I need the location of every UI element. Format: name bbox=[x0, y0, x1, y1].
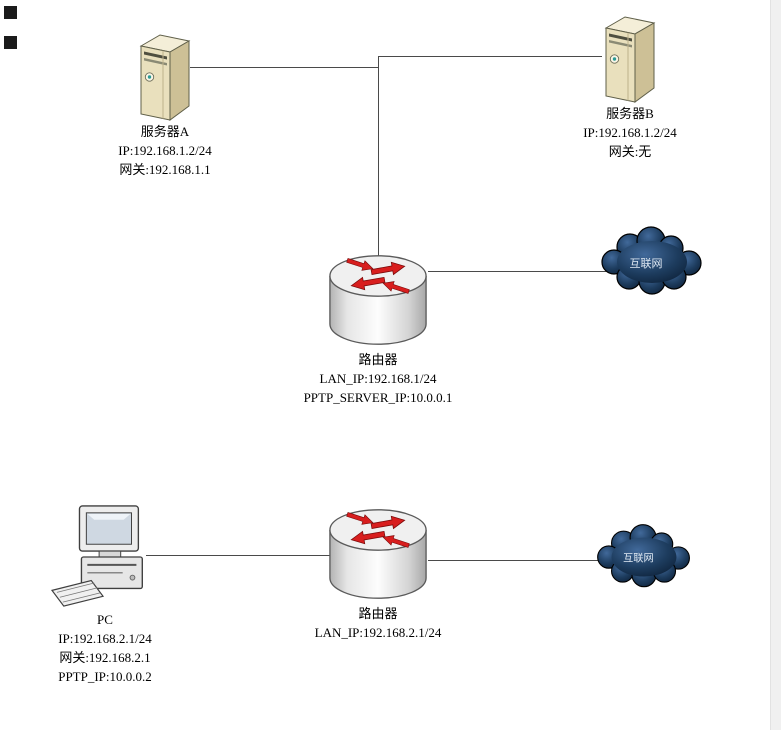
cloud-icon: 互联网 bbox=[596, 222, 708, 304]
node-detail-lan-ip: LAN_IP:192.168.2.1/24 bbox=[314, 625, 442, 640]
node-detail-pptp-server-ip: PPTP_SERVER_IP:10.0.0.1 bbox=[303, 390, 453, 405]
cloud-label: 互联网 bbox=[630, 257, 663, 270]
node-router-top[interactable]: 路由器 LAN_IP:192.168.1/24 PPTP_SERVER_IP:1… bbox=[278, 250, 478, 407]
node-detail-gateway: 网关:192.168.2.1 bbox=[59, 650, 151, 665]
node-pc[interactable]: PC IP:192.168.2.1/24 网关:192.168.2.1 PPTP… bbox=[20, 504, 190, 686]
canvas-mark-2 bbox=[4, 36, 17, 49]
node-detail-pptp-ip: PPTP_IP:10.0.0.2 bbox=[58, 669, 152, 684]
node-title: 服务器A bbox=[140, 124, 190, 139]
node-internet-top[interactable]: 互联网 bbox=[596, 222, 708, 304]
node-detail-ip: IP:192.168.1.2/24 bbox=[118, 143, 212, 158]
scrollbar-track[interactable] bbox=[770, 0, 781, 730]
router-icon bbox=[328, 250, 428, 350]
node-router-bottom[interactable]: 路由器 LAN_IP:192.168.2.1/24 bbox=[278, 504, 478, 642]
server-icon bbox=[598, 12, 662, 104]
pc-icon bbox=[50, 504, 160, 610]
node-detail-gateway: 网关:无 bbox=[608, 144, 652, 159]
node-detail-ip: IP:192.168.1.2/24 bbox=[583, 125, 677, 140]
connector-pc-router bbox=[146, 555, 332, 556]
connector-router-bottom-internet bbox=[428, 560, 600, 561]
cloud-icon: 互联网 bbox=[592, 520, 696, 596]
node-server-a[interactable]: 服务器A IP:192.168.1.2/24 网关:192.168.1.1 bbox=[65, 30, 265, 179]
connector-trunk-vertical bbox=[378, 56, 379, 256]
connector-router-top-internet bbox=[428, 271, 608, 272]
node-title: 服务器B bbox=[606, 106, 654, 121]
connector-server-a bbox=[190, 67, 378, 68]
node-detail-gateway: 网关:192.168.1.1 bbox=[119, 162, 211, 177]
router-icon bbox=[328, 504, 428, 604]
node-server-b[interactable]: 服务器B IP:192.168.1.2/24 网关:无 bbox=[530, 12, 730, 161]
connector-server-b bbox=[378, 56, 602, 57]
node-title: 路由器 bbox=[358, 352, 398, 367]
node-detail-lan-ip: LAN_IP:192.168.1/24 bbox=[319, 371, 437, 386]
cloud-label: 互联网 bbox=[623, 553, 654, 565]
node-detail-ip: IP:192.168.2.1/24 bbox=[58, 631, 152, 646]
node-title: PC bbox=[97, 612, 113, 627]
node-internet-bottom[interactable]: 互联网 bbox=[592, 520, 696, 596]
node-title: 路由器 bbox=[358, 606, 398, 621]
canvas-mark-1 bbox=[4, 6, 17, 19]
server-icon bbox=[133, 30, 197, 122]
